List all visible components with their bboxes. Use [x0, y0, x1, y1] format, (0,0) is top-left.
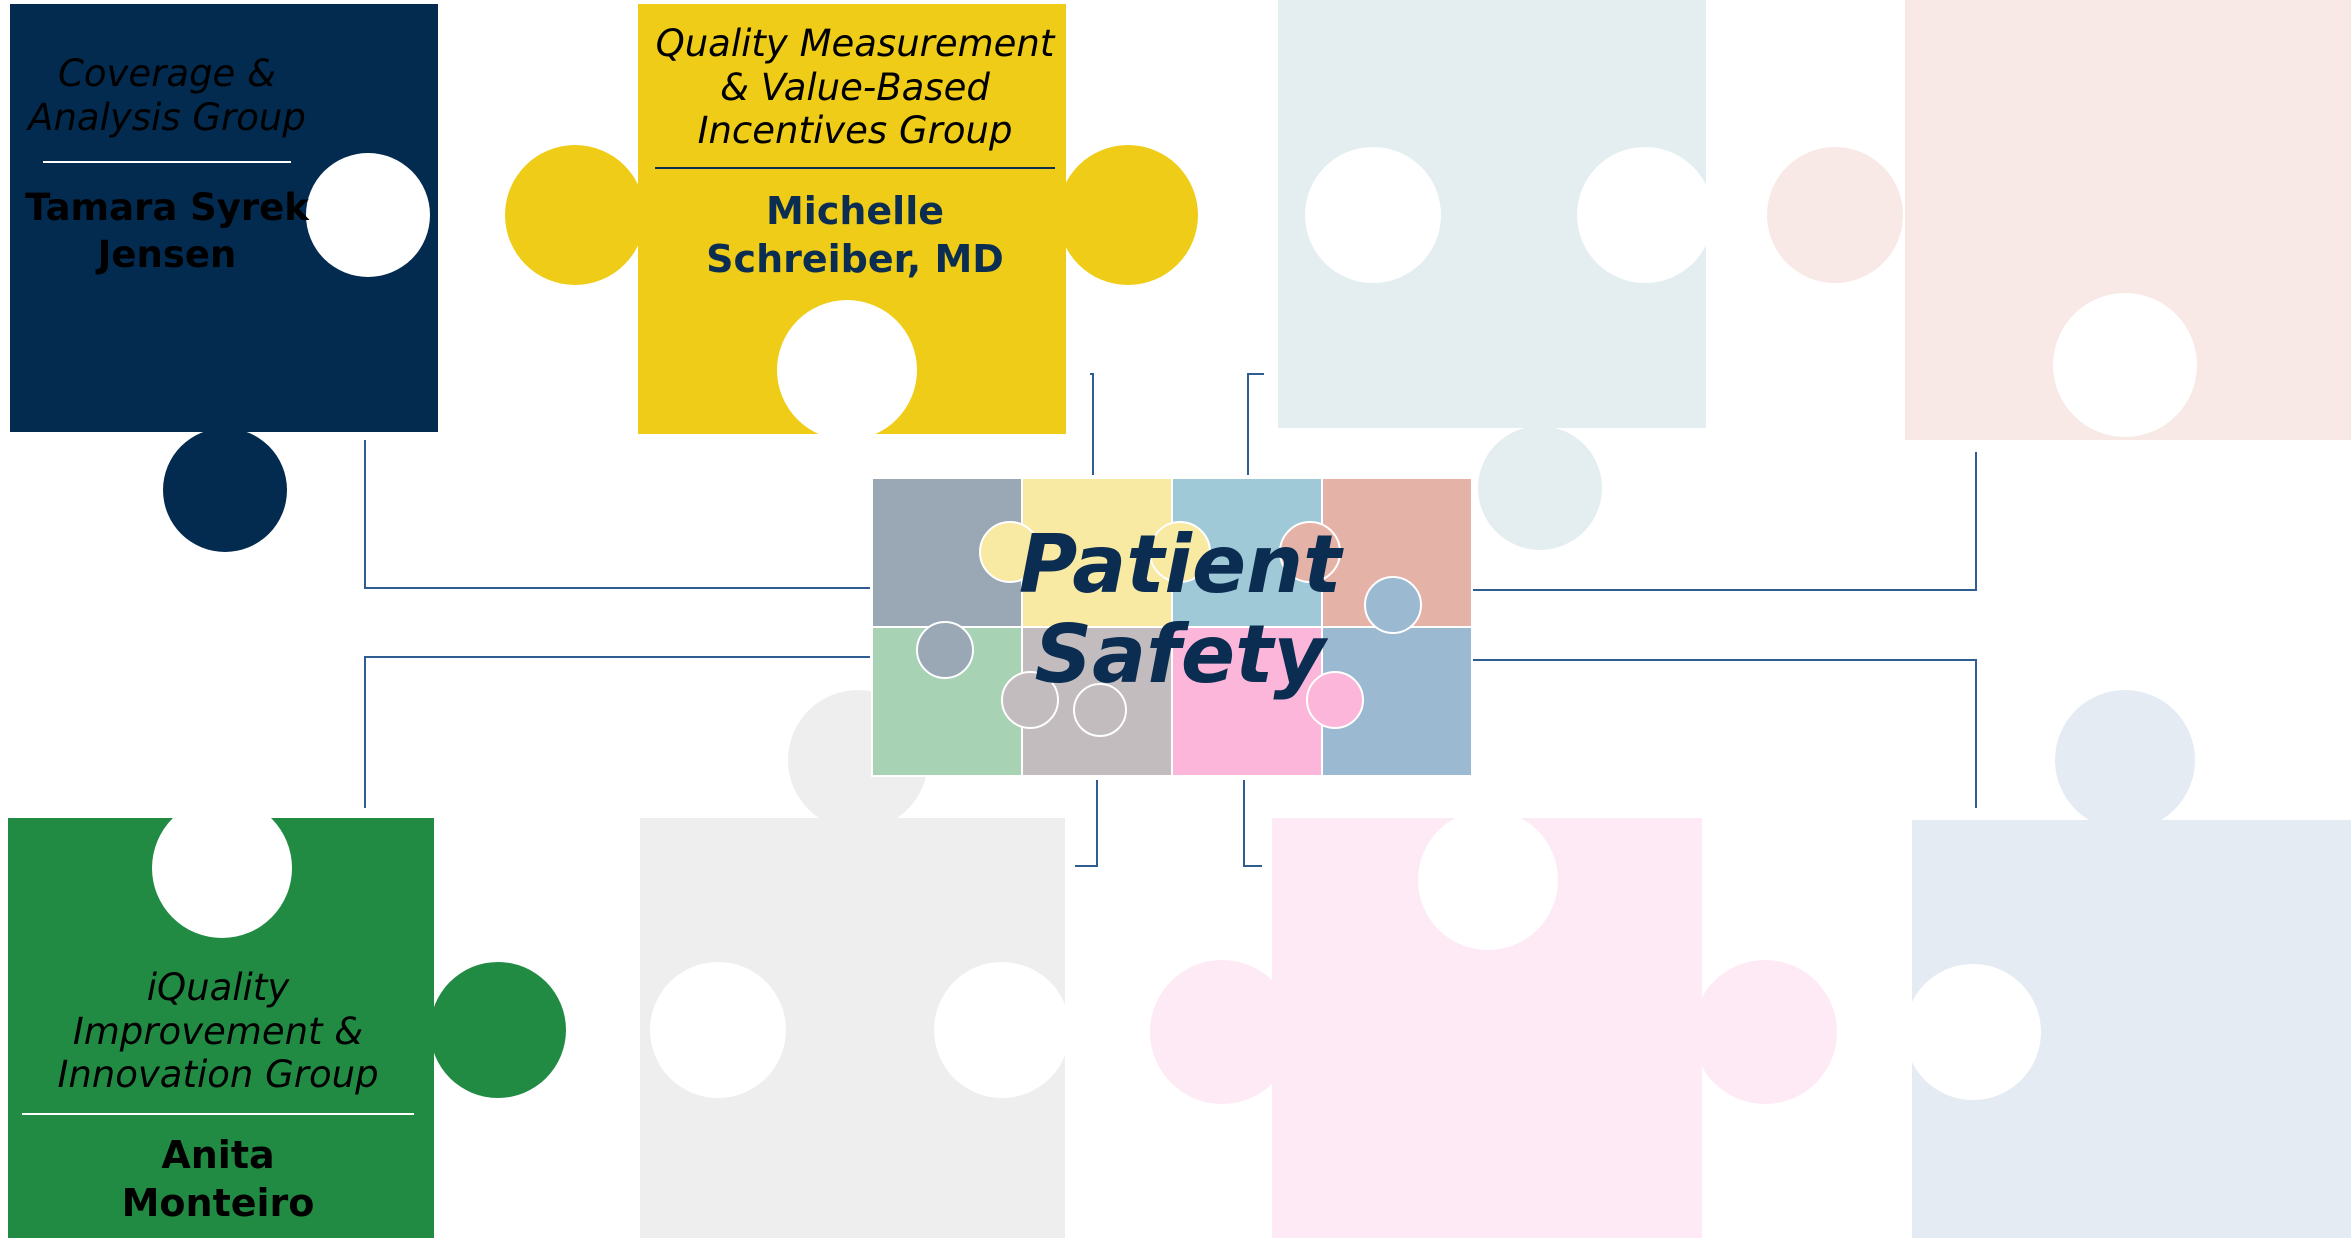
coverage-piece-text: Coverage & Analysis Group Tamara Syrek J…	[22, 52, 312, 279]
center-tile-knob-5	[916, 621, 974, 679]
piece-knob	[1058, 145, 1198, 285]
center-title: Patient Safety	[905, 520, 1455, 699]
group-name: Quality Measurement & Value-Based Incent…	[655, 22, 1055, 153]
center-puzzle	[871, 477, 1473, 777]
center-tile-knob-3	[1279, 521, 1341, 583]
piece-knob	[2055, 690, 2195, 830]
piece-knob	[430, 962, 566, 1098]
connector-line-4	[1470, 452, 1977, 591]
piece-knob	[1150, 960, 1294, 1104]
center-title-line-1: Patient	[1018, 518, 1342, 611]
piece-socket	[1305, 147, 1441, 283]
connector-lines	[364, 373, 1977, 867]
center-tile-knob-8	[1073, 683, 1127, 737]
puzzle-piece-coverage	[10, 4, 438, 552]
connector-line-7	[1075, 780, 1098, 867]
piece-socket	[650, 962, 786, 1098]
piece-knob	[1478, 426, 1602, 550]
piece-knob	[1767, 147, 1903, 283]
piece-knob	[505, 145, 645, 285]
connector-line-8	[1243, 780, 1262, 867]
puzzle-piece-quality	[505, 4, 1198, 440]
connector-line-6	[1470, 659, 1977, 808]
piece-socket	[777, 300, 917, 440]
group-name: iQuality Improvement & Innovation Group	[57, 966, 379, 1097]
center-tile-2	[1021, 477, 1173, 628]
piece-knob	[1693, 960, 1837, 1104]
piece-knob	[163, 428, 287, 552]
piece-socket	[152, 798, 292, 938]
center-tile-knob-2	[1149, 521, 1211, 583]
iquality-piece-text: iQuality Improvement & Innovation Group …	[18, 966, 418, 1227]
quality-piece-text: Quality Measurement & Value-Based Incent…	[640, 22, 1070, 283]
center-tile-knob-4	[1364, 576, 1422, 634]
piece-socket	[934, 962, 1070, 1098]
center-tile-knob-7	[1306, 671, 1364, 729]
divider	[655, 166, 1055, 169]
divider	[22, 1112, 414, 1115]
group-lead: Anita Monteiro	[121, 1132, 315, 1226]
center-tile-knob-6	[1001, 671, 1059, 729]
puzzle-piece-iquality	[8, 798, 566, 1238]
piece-socket	[306, 153, 430, 277]
group-name: Coverage & Analysis Group	[28, 52, 306, 139]
connector-line-3	[1247, 373, 1264, 475]
piece-socket	[1418, 810, 1558, 950]
group-lead: Tamara Syrek Jensen	[25, 186, 309, 277]
piece-socket	[1905, 964, 2041, 1100]
center-title-line-2: Safety	[1034, 607, 1326, 701]
piece-socket	[2053, 293, 2197, 437]
connector-line-5	[364, 656, 870, 808]
puzzle-piece-blank-bottom-4	[1905, 690, 2351, 1238]
connector-line-2	[1090, 373, 1094, 475]
center-tile-knob-1	[979, 521, 1041, 583]
puzzle-piece-blank-top-3	[1278, 0, 1713, 550]
group-lead: Michelle Schreiber, MD	[706, 188, 1004, 282]
connector-line-1	[364, 440, 870, 589]
puzzle-piece-blank-top-4	[1767, 0, 2351, 440]
puzzle-piece-blank-bottom-3	[1150, 810, 1837, 1238]
divider	[43, 161, 291, 164]
piece-socket	[1577, 147, 1713, 283]
